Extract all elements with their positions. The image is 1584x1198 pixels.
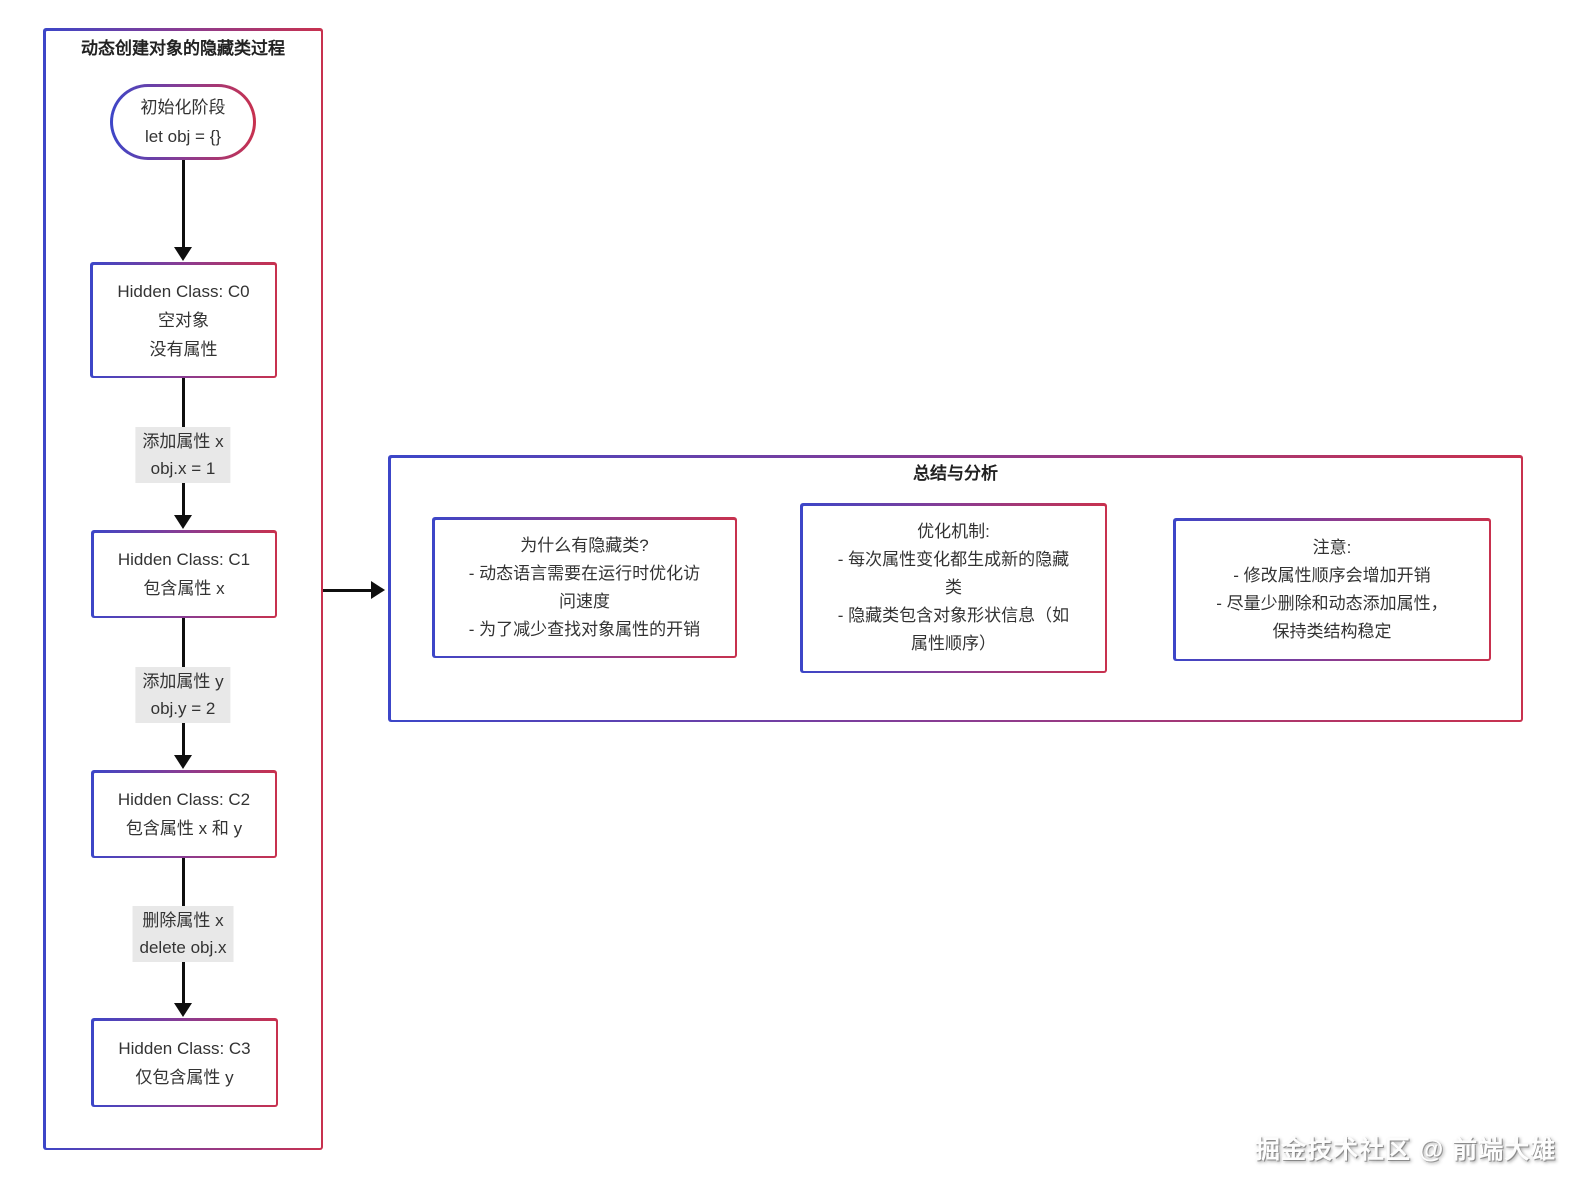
flowchart-title: 动态创建对象的隐藏类过程 xyxy=(81,39,285,58)
edge-label-line: obj.y = 2 xyxy=(150,699,216,718)
node-hidden-class-c2: Hidden Class: C2 包含属性 x 和 y xyxy=(91,770,277,858)
arrow-right-icon xyxy=(371,581,385,599)
edge-label-line: 添加属性 y xyxy=(142,672,224,691)
edge-label-line: obj.x = 1 xyxy=(150,459,216,478)
node-line: 包含属性 x xyxy=(143,579,225,598)
summary-box-text: 优化机制: - 每次属性变化都生成新的隐藏类 - 隐藏类包含对象形状信息（如属性… xyxy=(802,505,1105,671)
arrow-down-icon xyxy=(174,247,192,261)
edge-label-delete-x: 删除属性 x delete obj.x xyxy=(132,906,234,962)
node-line: 仅包含属性 y xyxy=(135,1067,234,1087)
node-line: Hidden Class: C3 xyxy=(118,1038,251,1058)
edge-label-line: 添加属性 x xyxy=(142,432,224,451)
node-line: let obj = {} xyxy=(144,127,222,146)
node-line: 初始化阶段 xyxy=(140,98,226,117)
summary-box-why-hidden-class: 为什么有隐藏类? - 动态语言需要在运行时优化访问速度 - 为了减少查找对象属性… xyxy=(432,517,737,658)
node-line: Hidden Class: C1 xyxy=(117,550,251,569)
summary-box-text: 为什么有隐藏类? - 动态语言需要在运行时优化访问速度 - 为了减少查找对象属性… xyxy=(434,519,735,656)
node-hidden-class-c3: Hidden Class: C3 仅包含属性 y xyxy=(91,1018,278,1107)
node-hidden-class-c1: Hidden Class: C1 包含属性 x xyxy=(91,530,277,618)
node-line: 没有属性 xyxy=(149,339,218,359)
edge-label-add-x: 添加属性 x obj.x = 1 xyxy=(135,427,231,483)
node-line: Hidden Class: C0 xyxy=(117,281,250,301)
edge-label-line: delete obj.x xyxy=(139,938,227,957)
edge-label-add-y: 添加属性 y obj.y = 2 xyxy=(135,667,231,723)
watermark-text: 掘金技术社区 @ 前端大雄 xyxy=(1255,1136,1557,1164)
edge-label-line: 删除属性 x xyxy=(142,911,224,930)
arrow-line xyxy=(323,588,372,592)
arrow-down-icon xyxy=(174,755,192,769)
arrow-line xyxy=(181,160,185,248)
arrow-down-icon xyxy=(174,1003,192,1017)
node-line: 包含属性 x 和 y xyxy=(125,819,243,838)
arrow-down-icon xyxy=(174,515,192,529)
summary-box-text: 注意: - 修改属性顺序会增加开销 - 尽量少删除和动态添加属性，保持类结构稳定 xyxy=(1175,520,1489,659)
node-line: 空对象 xyxy=(158,310,209,330)
node-line: Hidden Class: C2 xyxy=(117,790,251,809)
node-hidden-class-c0: Hidden Class: C0 空对象 没有属性 xyxy=(90,262,277,378)
node-init-stage: 初始化阶段 let obj = {} xyxy=(110,84,256,160)
summary-title: 总结与分析 xyxy=(913,464,998,483)
summary-box-notes: 注意: - 修改属性顺序会增加开销 - 尽量少删除和动态添加属性，保持类结构稳定 xyxy=(1173,518,1491,661)
summary-box-optimization: 优化机制: - 每次属性变化都生成新的隐藏类 - 隐藏类包含对象形状信息（如属性… xyxy=(800,503,1107,673)
